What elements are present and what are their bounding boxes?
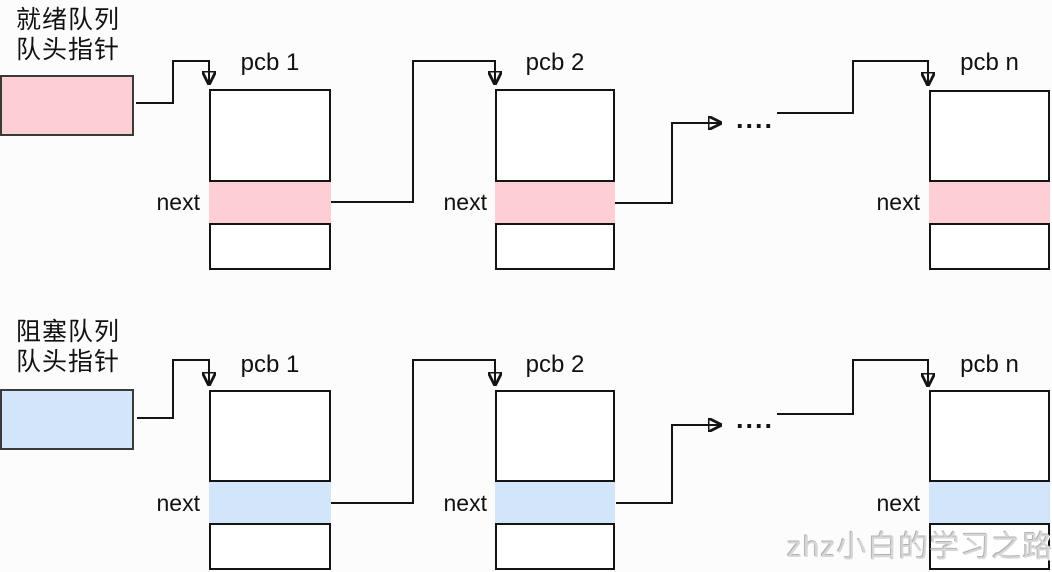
blocked-pcb2-to-ellipsis-connector [616, 425, 720, 504]
ready-ellipsis: .... [736, 104, 775, 134]
blocked-pcbn-title: pcb n [960, 351, 1019, 378]
ready-pcb1-next-field [209, 180, 331, 225]
blocked-pcb1-to-pcb2-connector [330, 359, 495, 504]
ready-pcb1-next-label: next [156, 189, 200, 215]
blocked-queue-label: 阻塞队列 队头指针 [16, 317, 120, 377]
blocked-pcb2-box [495, 390, 615, 570]
ready-queue-label: 就绪队列 队头指针 [16, 5, 120, 65]
watermark-text: zhz小白的学习之路 [787, 531, 1052, 564]
blocked-pcb2-next-field [495, 480, 615, 525]
blocked-ellipsis: .... [736, 404, 775, 434]
ready-pcb2-next-label: next [443, 189, 487, 215]
blocked-head-pointer-box [0, 389, 134, 450]
blocked-pcbn-box [929, 390, 1050, 570]
ready-pcbn-box [929, 90, 1050, 270]
ready-pcbn-next-label: next [876, 189, 920, 215]
blocked-pcbn-next-field [929, 480, 1050, 525]
ready-ellipsis-to-pcbn-connector [777, 60, 928, 114]
blocked-pcbn-next-label: next [876, 490, 920, 516]
ready-queue-label-line2: 队头指针 [16, 36, 121, 64]
ready-head-pointer-box [0, 75, 134, 136]
blocked-head-to-pcb1-connector [137, 359, 209, 419]
ready-pcb1-box [209, 89, 331, 270]
blocked-pcb2-next-label: next [443, 490, 487, 516]
blocked-pcb1-title: pcb 1 [240, 351, 300, 378]
ready-pcb2-to-ellipsis-connector [614, 123, 720, 204]
blocked-pcb1-next-field [209, 480, 331, 525]
ready-pcb1-title: pcb 1 [240, 49, 300, 76]
ready-pcb2-box [495, 89, 615, 270]
ready-pcb2-title: pcb 2 [525, 49, 585, 76]
blocked-queue-label-line2: 队头指针 [16, 348, 121, 376]
blocked-pcb2-title: pcb 2 [525, 351, 585, 378]
ready-pcb1-to-pcb2-connector [330, 60, 495, 203]
blocked-pcb1-box [209, 390, 331, 570]
blocked-pcb1-next-label: next [156, 490, 200, 516]
blocked-queue-label-line1: 阻塞队列 [16, 318, 121, 346]
blocked-ellipsis-to-pcbn-connector [777, 359, 928, 415]
ready-pcbn-title: pcb n [960, 49, 1019, 76]
ready-pcbn-next-field [929, 180, 1050, 225]
ready-pcb2-next-field [495, 180, 615, 225]
ready-head-to-pcb1-connector [136, 60, 209, 104]
ready-queue-label-line1: 就绪队列 [16, 6, 121, 34]
